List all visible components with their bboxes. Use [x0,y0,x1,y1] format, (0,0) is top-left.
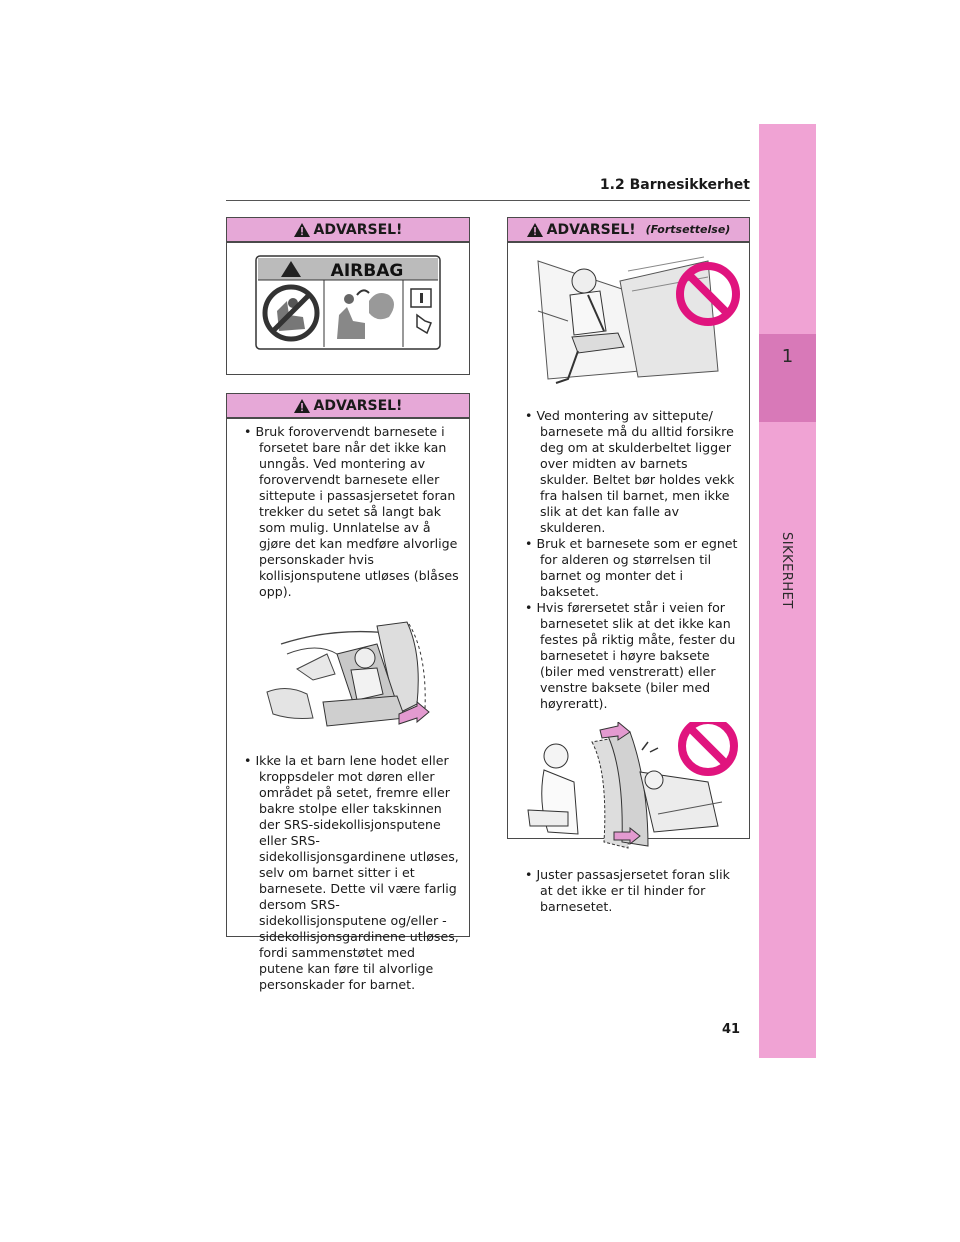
warning-triangle-icon [526,222,543,237]
airbag-label-illustration: AIRBAG [255,255,441,350]
warning-triangle-icon [293,222,310,237]
chapter-side-tab: 1 SIKKERHET [759,124,816,1058]
warning-list: Ikke la et barn lene hodet eller kroppsd… [227,753,469,993]
warning-header: ADVARSEL! (Fortsettelse) [508,218,749,243]
move-seat-back-arrow-icon [398,700,430,725]
prohibited-icon [676,262,740,326]
booster-seat-belt-illustration [537,256,740,384]
warning-title: ADVARSEL! [313,221,403,238]
continued-label: (Fortsettelse) [645,223,731,236]
airbag-label-text: AIRBAG [331,261,404,281]
chapter-number-box [759,334,816,422]
header-rule [226,200,750,201]
warning-list: Ved montering av sittepute/ barnesete må… [508,408,749,712]
warning-list: Juster passasjersetet foran slik at det … [508,867,749,915]
warning-item: Hvis førersetet står i veien for barnese… [520,600,739,712]
warning-header: ADVARSEL! [227,218,469,243]
warning-header: ADVARSEL! [227,394,469,419]
warning-item: Bruk et barnesete som er egnet for alder… [520,536,739,600]
rear-seat-warning-box: ADVARSEL! (Fortsettelse) Ved montering a… [507,217,750,914]
warning-list: Bruk forovervendt barnesete i forsetet b… [227,424,469,600]
driver-seat-interference-illustration [527,722,738,849]
read-manual-icon [410,288,432,335]
chapter-label: SIKKERHET [779,532,794,609]
warning-triangle-icon [293,398,310,413]
airbag-deploy-icon [337,289,394,339]
warning-title: ADVARSEL! [546,221,636,238]
warning-title: ADVARSEL! [313,397,403,414]
warning-item: Bruk forovervendt barnesete i forsetet b… [239,424,459,600]
warning-item: Ved montering av sittepute/ barnesete må… [520,408,739,536]
airbag-warning-box: ADVARSEL! AIRBAG [226,217,470,375]
page-number: 41 [722,1022,741,1037]
chapter-number: 1 [781,346,794,367]
no-child-seat-icon [262,284,320,342]
prohibited-icon [678,722,738,776]
section-title: 1.2 Barnesikkerhet [599,177,750,193]
seat-back-arrow-icon [599,722,631,741]
front-seat-warning-box: ADVARSEL! Bruk forovervendt barnesete i … [226,393,470,992]
airbag-warning-triangle-icon [281,261,301,277]
warning-item: Ikke la et barn lene hodet eller kroppsd… [239,753,459,993]
seat-forward-arrow-icon [613,826,641,846]
forward-facing-seat-illustration [266,621,430,727]
warning-item: Juster passasjersetet foran slik at det … [520,867,739,915]
